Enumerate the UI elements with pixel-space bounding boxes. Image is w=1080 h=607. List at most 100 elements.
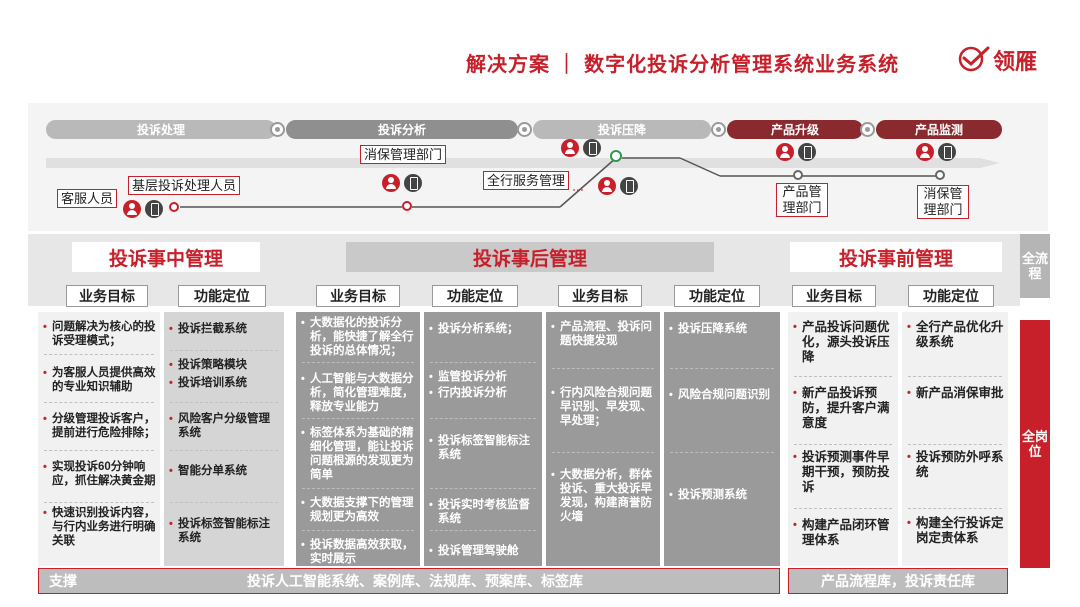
list-item: 分级管理投诉客户，提前进行危险排除； bbox=[38, 412, 160, 440]
separator bbox=[302, 530, 414, 531]
list-item: 构建全行投诉定岗定责体系 bbox=[902, 516, 1008, 546]
flow-line bbox=[679, 157, 721, 177]
separator bbox=[302, 362, 414, 363]
separator bbox=[552, 452, 654, 453]
support-label: 支撑 bbox=[49, 573, 77, 589]
list-item: 投诉数据高效获取，实时展示 bbox=[296, 538, 420, 566]
flow-node bbox=[935, 170, 945, 180]
support-text-right: 产品流程库，投诉责任库 bbox=[821, 573, 975, 589]
side-tab-all-positions: 全岗位 bbox=[1020, 320, 1050, 568]
col-head-goal: 业务目标 bbox=[558, 285, 642, 307]
separator bbox=[44, 450, 154, 451]
separator bbox=[44, 402, 154, 403]
stage-label: 投诉分析 bbox=[377, 123, 426, 137]
phone-icon bbox=[620, 177, 638, 195]
separator bbox=[302, 488, 414, 489]
column-during-goal: 问题解决为核心的投诉受理模式； 为客服人员提供高效的专业知识辅助 分级管理投诉客… bbox=[38, 312, 160, 566]
separator bbox=[908, 376, 1002, 377]
stage-label: 投诉压降 bbox=[597, 123, 646, 137]
person-icon bbox=[123, 200, 141, 218]
col-head-goal: 业务目标 bbox=[66, 285, 148, 307]
stage-label: 产品监测 bbox=[914, 123, 963, 137]
phone-icon bbox=[404, 174, 422, 192]
separator bbox=[430, 418, 536, 419]
list-item: 投诉实时考核监督系统 bbox=[424, 498, 542, 526]
column-after-function-2: 投诉压降系统 风险合规问题识别 投诉预测系统 bbox=[664, 312, 780, 566]
phone-icon bbox=[938, 143, 956, 161]
separator bbox=[552, 368, 654, 369]
person-icon bbox=[561, 139, 579, 157]
separator bbox=[170, 350, 278, 351]
flow-line bbox=[559, 157, 617, 208]
list-item: 投诉培训系统 bbox=[164, 376, 284, 390]
stage-connector-icon bbox=[517, 122, 532, 137]
list-item: 构建产品闭环管理体系 bbox=[788, 518, 898, 548]
list-item: 新产品消保审批 bbox=[902, 386, 1008, 401]
separator bbox=[44, 354, 154, 355]
separator bbox=[302, 418, 414, 419]
stage-label: 产品升级 bbox=[770, 123, 819, 137]
list-item: 行内投诉分析 bbox=[424, 386, 542, 400]
list-item: 大数据分析，群体投诉、重大投诉早发现，构建商誉防火墙 bbox=[546, 468, 660, 524]
separator bbox=[908, 508, 1002, 509]
support-text: 投诉人工智能系统、案例库、法规库、预案库、标签库 bbox=[247, 573, 583, 589]
list-item: 实现投诉60分钟响应，抓住解决黄金期 bbox=[38, 460, 160, 488]
person-icon bbox=[382, 174, 400, 192]
column-after-goal-1: 大数据化的投诉分析，能快捷了解全行投诉的总体情况； 人工智能与大数据分析，简化管… bbox=[296, 312, 420, 566]
list-item: 投诉管理驾驶舱 bbox=[424, 544, 542, 558]
role-grassroots-handler: 基层投诉处理人员 bbox=[128, 176, 241, 195]
list-item: 投诉拦截系统 bbox=[164, 322, 284, 336]
list-item: 投诉分析系统； bbox=[424, 322, 542, 336]
person-icon bbox=[776, 143, 794, 161]
section-title-during: 投诉事中管理 bbox=[72, 242, 260, 272]
separator bbox=[430, 530, 536, 531]
col-head-function: 功能定位 bbox=[908, 285, 994, 307]
section-title-after: 投诉事后管理 bbox=[346, 242, 714, 272]
stage-connector-icon bbox=[711, 122, 726, 137]
phone-icon bbox=[798, 143, 816, 161]
col-head-goal: 业务目标 bbox=[792, 285, 876, 307]
flow-node bbox=[793, 170, 803, 180]
role-bank-service: 全行服务管理 bbox=[483, 171, 570, 190]
flow-lines bbox=[46, 157, 1000, 208]
flow-node-active bbox=[610, 150, 622, 162]
role-product-mgmt: 产品管理部门 bbox=[776, 183, 828, 217]
list-item: 监管投诉分析 bbox=[424, 370, 542, 384]
flow-node bbox=[402, 201, 412, 211]
col-head-function: 功能定位 bbox=[432, 285, 518, 307]
stage-complaint-handling: 投诉处理 bbox=[46, 120, 276, 139]
page-title: 解决方案 ｜ 数字化投诉分析管理系统业务系统 bbox=[466, 54, 900, 76]
logo-icon bbox=[958, 46, 990, 72]
role-consumer-protection-dept: 消保管理部门 bbox=[917, 185, 969, 219]
stage-label: 投诉处理 bbox=[136, 123, 185, 137]
list-item: 行内风险合规问题早识别、早发现、早处理； bbox=[546, 386, 660, 428]
separator bbox=[170, 450, 278, 451]
list-item: 快速识别投诉内容，与行内业务进行明确关联 bbox=[38, 506, 160, 548]
list-item: 标签体系为基础的精细化管理，能让投诉问题根源的发现更为简单 bbox=[296, 426, 420, 482]
stage-connector-icon bbox=[270, 122, 285, 137]
role-consumer-protection: 消保管理部门 bbox=[360, 145, 447, 164]
column-before-goal: 产品投诉问题优化，源头投诉压降 新产品投诉预防，提升客户满意度 投诉预测事件早期… bbox=[788, 312, 898, 566]
list-item: 投诉标签智能标注系统 bbox=[164, 517, 284, 545]
list-item: 产品流程、投诉问题快捷发现 bbox=[546, 320, 660, 348]
column-during-function: 投诉拦截系统 投诉策略模块 投诉培训系统 风险客户分级管理系统 智能分单系统 投… bbox=[164, 312, 284, 566]
support-bar-right: 产品流程库，投诉责任库 bbox=[788, 568, 1008, 594]
list-item: 风险合规问题识别 bbox=[664, 388, 780, 402]
separator bbox=[170, 402, 278, 403]
phone-icon bbox=[145, 200, 163, 218]
list-item: 为客服人员提供高效的专业知识辅助 bbox=[38, 366, 160, 394]
list-item: 投诉标签智能标注系统 bbox=[424, 434, 542, 462]
list-item: 投诉压降系统 bbox=[664, 322, 780, 336]
separator bbox=[430, 362, 536, 363]
col-head-function: 功能定位 bbox=[178, 285, 266, 307]
list-item: 投诉预测系统 bbox=[664, 488, 780, 502]
person-icon bbox=[916, 143, 934, 161]
flow-arrow bbox=[46, 158, 1000, 168]
stage-product-upgrade: 产品升级 bbox=[727, 120, 863, 139]
list-item: 风险客户分级管理系统 bbox=[164, 412, 284, 440]
stage-complaint-analysis: 投诉分析 bbox=[286, 120, 518, 139]
list-item: 全行产品优化升级系统 bbox=[902, 320, 1008, 350]
list-item: 新产品投诉预防，提升客户满意度 bbox=[788, 386, 898, 431]
stage-complaint-reduction: 投诉压降 bbox=[533, 120, 711, 139]
stage-connector-icon bbox=[860, 122, 875, 137]
